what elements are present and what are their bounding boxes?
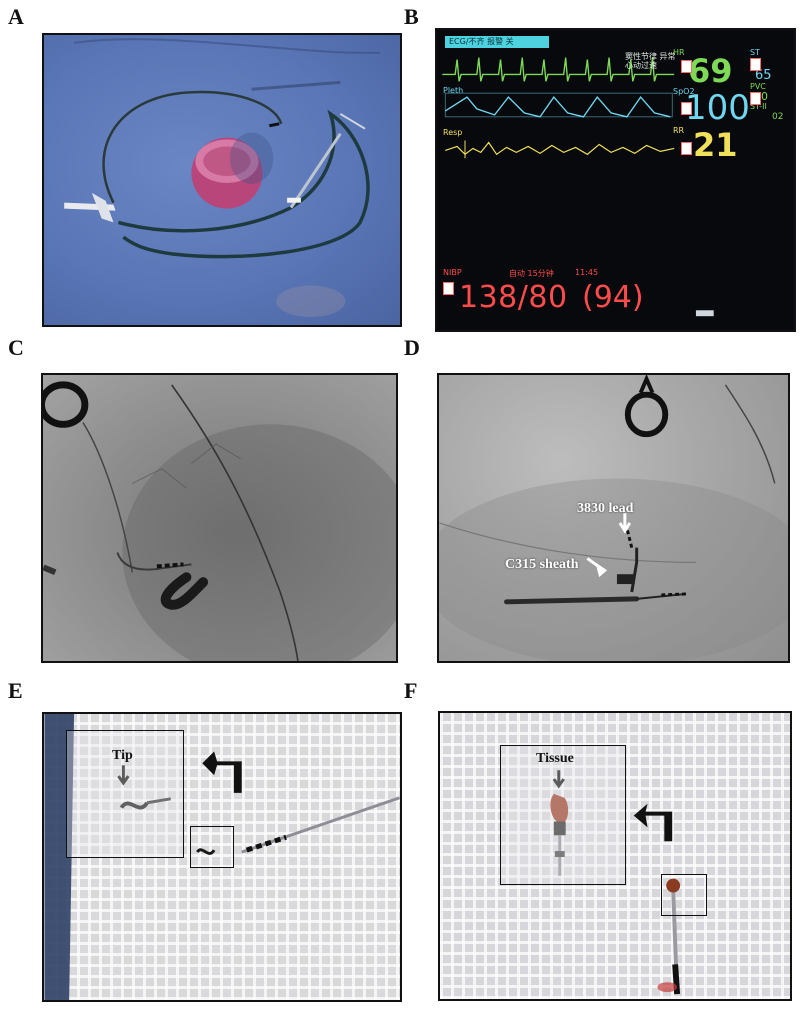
monitor-waveforms <box>442 57 714 317</box>
nibp-value: 138/80 <box>459 280 568 315</box>
rr-value: 21 <box>693 126 738 164</box>
panel-label-b: B <box>404 4 419 29</box>
pleth-label: Pleth <box>443 86 464 95</box>
monitor-alarm-banner: ECG/不齐 报警 关 <box>445 36 549 48</box>
tissue-label: Tissue <box>536 751 574 766</box>
hr-value: 69 <box>688 52 733 90</box>
lead-label: 3830 lead <box>577 501 634 516</box>
panel-label-a: A <box>8 4 24 29</box>
gauze-texture <box>440 713 790 999</box>
catheter-illustration <box>64 38 380 318</box>
alarm-off-icon <box>750 92 761 105</box>
fluoroscopy-illustration-c <box>43 381 396 661</box>
alarm-off-icon <box>681 102 692 115</box>
nibp-time: 11:45 <box>575 268 599 277</box>
panel-label-e: E <box>8 678 23 703</box>
tip-label: Tip <box>112 748 133 763</box>
rr-label: RR <box>673 126 685 135</box>
tip-highlight-box <box>190 826 234 868</box>
alarm-off-icon <box>681 142 692 155</box>
panel-label-d: D <box>404 335 420 360</box>
st-value: 65 <box>755 68 772 83</box>
alarm-off-icon <box>750 58 761 71</box>
photo-lead-tip: Tip <box>42 712 402 1002</box>
magnified-inset <box>500 745 626 885</box>
sheath-label: C315 sheath <box>505 557 579 572</box>
nibp-map-value: (94) <box>582 280 644 315</box>
pvc-label: PVC <box>750 82 766 91</box>
spo2-label: SpO2 <box>673 87 695 96</box>
patient-monitor: ECG/不齐 报警 关 窦性节律 异常心动过速 HR 69 Pleth SpO2… <box>435 28 796 332</box>
panel-label-c: C <box>8 335 24 360</box>
ecg-note: 窦性节律 异常心动过速 <box>625 52 676 70</box>
spo2-value: 100 <box>685 88 750 128</box>
hr-label: HR <box>673 48 685 57</box>
alarm-off-icon <box>681 60 692 73</box>
magnified-inset <box>66 730 184 858</box>
st2-value: 02 <box>772 112 784 122</box>
photo-tissue: Tissue <box>438 711 792 1001</box>
panel-label-f: F <box>404 678 418 703</box>
tissue-highlight-box <box>661 874 707 916</box>
alarm-off-icon <box>443 282 454 295</box>
st-label: ST <box>750 48 760 57</box>
fluoroscopy-image-d: 3830 lead C315 sheath <box>437 373 790 663</box>
tissue-illustration <box>550 770 681 995</box>
st2-label: ST-II <box>750 102 767 111</box>
fluoroscopy-image-c <box>41 373 398 663</box>
resp-label: Resp <box>443 128 463 137</box>
nibp-label: NIBP <box>443 268 462 277</box>
nibp-sub: 自动 15分钟 <box>509 269 554 278</box>
fluoroscopy-illustration-d <box>439 375 788 661</box>
photo-catheter-kit <box>42 33 402 327</box>
